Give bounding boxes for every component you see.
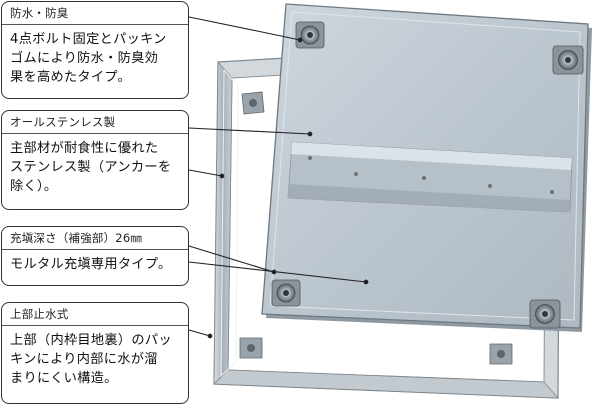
callout-body: 主部材が耐食性に優れた ステンレス製（アンカーを 除く）。 xyxy=(2,134,188,196)
callout-line: ゴムにより防水・防臭効 xyxy=(10,51,159,66)
callout-body: モルタル充塡専用タイプ。 xyxy=(2,250,188,274)
callout-title: 上部止水式 xyxy=(2,303,188,326)
callout-line: ステンレス製（アンカーを xyxy=(10,160,172,175)
callout-line: 4点ボルト固定とパッキン xyxy=(10,32,167,47)
callout-line: キンにより内部に水が溜 xyxy=(10,352,158,367)
frame-bracket-bottom-left xyxy=(239,337,263,359)
callout-body: 4点ボルト固定とパッキン ゴムにより防水・防臭効 果を高めたタイプ。 xyxy=(2,25,188,87)
callout-line: 上部（内枠目地裏）のパッ xyxy=(10,333,172,348)
callout-line: 果を高めたタイプ。 xyxy=(10,70,131,85)
callout-title: 防水・防臭 xyxy=(2,2,188,25)
leader-lines xyxy=(188,16,369,339)
bolt-icon xyxy=(552,45,584,75)
callout-fill-depth: 充塡深さ（補強部）26㎜ モルタル充塡専用タイプ。 xyxy=(1,226,189,286)
bolt-icon xyxy=(529,299,561,329)
bolt-icon xyxy=(271,279,301,307)
callout-line: まりにくい構造。 xyxy=(10,371,118,386)
frame-bracket-top-left xyxy=(241,91,265,115)
cover-panel xyxy=(261,3,592,332)
callout-top-water-stop: 上部止水式 上部（内枠目地裏）のパッ キンにより内部に水が溜 まりにくい構造。 xyxy=(1,302,189,404)
callout-line: 主部材が耐食性に優れた xyxy=(10,141,159,156)
callout-line: モルタル充塡専用タイプ。 xyxy=(10,257,172,272)
bolt-icon xyxy=(295,21,325,49)
callout-waterproof: 防水・防臭 4点ボルト固定とパッキン ゴムにより防水・防臭効 果を高めたタイプ。 xyxy=(1,1,189,99)
frame-bracket-bottom-right xyxy=(489,343,513,365)
callout-stainless: オールステンレス製 主部材が耐食性に優れた ステンレス製（アンカーを 除く）。 xyxy=(1,110,189,210)
callout-body: 上部（内枠目地裏）のパッ キンにより内部に水が溜 まりにくい構造。 xyxy=(2,326,188,388)
callout-title: 充塡深さ（補強部）26㎜ xyxy=(2,227,188,250)
callout-title: オールステンレス製 xyxy=(2,111,188,134)
stiffener-holes xyxy=(308,156,554,194)
callout-line: 除く）。 xyxy=(10,179,58,194)
